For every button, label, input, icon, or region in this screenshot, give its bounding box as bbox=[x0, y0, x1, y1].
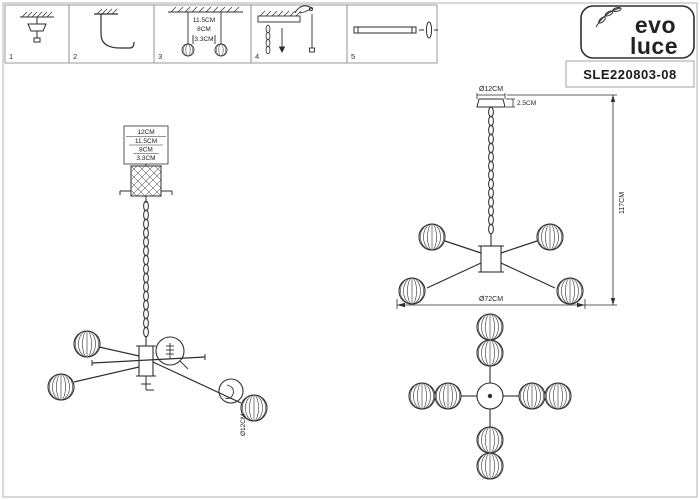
side-dim-12cm: 12CM bbox=[137, 129, 154, 136]
top-sphere-west-outer bbox=[408, 382, 436, 410]
front-canopy-diameter-label: Ø12CM bbox=[479, 86, 503, 93]
logo-border bbox=[580, 5, 695, 59]
step-number-1: 1 bbox=[9, 52, 13, 61]
brand-name-top: evo bbox=[635, 12, 676, 38]
step3-heights-icon: 11.5CM 8CM 3.3CM bbox=[168, 6, 243, 57]
front-sphere-lower-left bbox=[398, 277, 426, 305]
step-box-5 bbox=[346, 4, 438, 64]
front-sphere-lower-right bbox=[556, 277, 584, 305]
front-view: Ø12CM 2.5CM bbox=[396, 86, 626, 309]
side-dim-8cm: 8CM bbox=[139, 147, 153, 154]
model-plate: SLE220803-08 bbox=[565, 60, 695, 88]
side-detail-magnifier-hook bbox=[218, 378, 244, 404]
brand-logo: evo luce bbox=[580, 5, 695, 59]
side-body bbox=[73, 336, 242, 404]
step3-sphere-icon bbox=[181, 43, 195, 57]
front-sphere-upper-left bbox=[418, 223, 446, 251]
front-chain bbox=[488, 106, 494, 235]
top-sphere-north-inner bbox=[476, 339, 504, 367]
front-canopy bbox=[476, 93, 515, 108]
top-view-hub bbox=[461, 366, 519, 427]
step1-canopy-icon bbox=[20, 11, 54, 43]
brand-name-bottom: luce bbox=[630, 33, 678, 59]
step3-dim-c: 3.3CM bbox=[194, 36, 213, 43]
top-sphere-east-outer bbox=[544, 382, 572, 410]
front-width-dimension bbox=[396, 299, 586, 309]
top-sphere-west-inner bbox=[434, 382, 462, 410]
top-sphere-east-inner bbox=[518, 382, 546, 410]
step-number-5: 5 bbox=[351, 52, 355, 61]
leaf-icon bbox=[595, 7, 622, 28]
model-number: SLE220803-08 bbox=[583, 67, 676, 82]
model-plate-border bbox=[565, 60, 695, 88]
front-height-dimension bbox=[507, 94, 617, 306]
side-sphere-upper-left bbox=[73, 330, 101, 358]
step-number-2: 2 bbox=[73, 52, 77, 61]
step5-rod-icon bbox=[353, 21, 438, 39]
steps-strip bbox=[4, 4, 438, 64]
top-view bbox=[408, 313, 572, 480]
top-sphere-south-outer bbox=[476, 452, 504, 480]
side-dim-11-5cm: 11.5CM bbox=[135, 138, 157, 145]
step4-chain-tool-icon bbox=[257, 5, 315, 55]
side-detail-magnifier-screw bbox=[155, 336, 189, 370]
top-sphere-north-outer bbox=[476, 313, 504, 341]
side-dim-3-3cm: 3.3CM bbox=[136, 155, 155, 162]
side-sphere-lower-left bbox=[47, 373, 75, 401]
side-view: 12CM 11.5CM 8CM 3.3CM bbox=[47, 125, 268, 436]
step2-hook-icon bbox=[94, 8, 135, 49]
step3-dim-b: 8CM bbox=[197, 26, 211, 33]
step-number-4: 4 bbox=[255, 52, 259, 61]
side-ceiling-mount bbox=[119, 164, 173, 203]
front-width-label: Ø72CM bbox=[479, 296, 503, 303]
side-canopy-dims-box bbox=[123, 125, 169, 165]
front-canopy-height-label: 2.5CM bbox=[517, 100, 536, 107]
front-sphere-upper-right bbox=[536, 223, 564, 251]
side-sphere-diameter-label: Ø12CM bbox=[240, 414, 247, 436]
step3-dim-a: 11.5CM bbox=[193, 17, 215, 24]
front-height-label: 117CM bbox=[619, 192, 626, 214]
top-sphere-south-inner bbox=[476, 426, 504, 454]
step-number-3: 3 bbox=[158, 52, 162, 61]
front-body bbox=[426, 234, 556, 289]
step3-sphere-icon bbox=[214, 43, 228, 57]
